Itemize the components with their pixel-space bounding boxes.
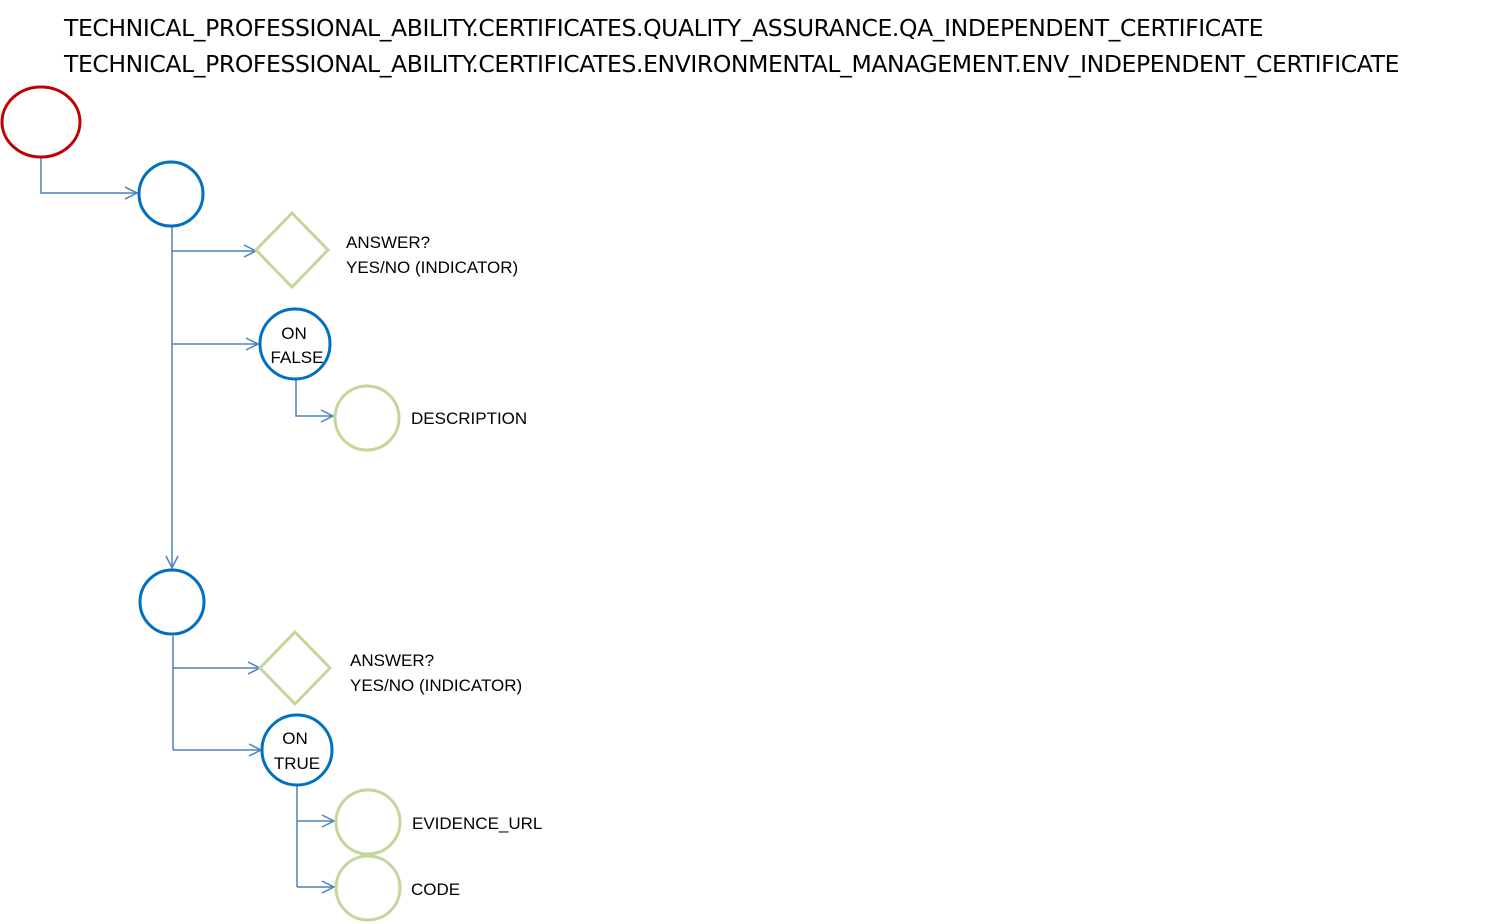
condition-node-1 bbox=[258, 307, 332, 381]
connector-root-to-group1 bbox=[40, 157, 137, 194]
field-label-code: CODE bbox=[411, 880, 460, 899]
title-line-1: TECHNICAL_PROFESSIONAL_ABILITY.CERTIFICA… bbox=[64, 14, 1264, 42]
field-node-evidence-url bbox=[334, 788, 402, 856]
arrowhead-evidence-url bbox=[321, 814, 336, 828]
connector-condition1-to-description bbox=[295, 380, 333, 417]
group-node-1 bbox=[137, 160, 205, 228]
arrowhead-description bbox=[320, 409, 335, 423]
field-label-description: DESCRIPTION bbox=[411, 409, 527, 428]
field-node-description bbox=[333, 384, 401, 452]
condition-2-line2: TRUE bbox=[274, 754, 320, 773]
question-1-line2: YES/NO (INDICATOR) bbox=[346, 258, 518, 277]
question-2-line1: ANSWER? bbox=[350, 651, 434, 670]
condition-1-line1: ON bbox=[281, 324, 307, 343]
question-1-line1: ANSWER? bbox=[346, 233, 430, 252]
arrowhead-code bbox=[321, 880, 336, 894]
diagram-title: TECHNICAL_PROFESSIONAL_ABILITY.CERTIFICA… bbox=[64, 10, 1399, 82]
arrowhead-group1 bbox=[124, 186, 139, 200]
condition-1-line2: FALSE bbox=[271, 348, 324, 367]
question-2-line2: YES/NO (INDICATOR) bbox=[350, 676, 522, 695]
arrowhead-condition1 bbox=[245, 337, 260, 351]
connectors bbox=[40, 157, 336, 894]
field-node-code bbox=[334, 854, 402, 922]
title-line-2: TECHNICAL_PROFESSIONAL_ABILITY.CERTIFICA… bbox=[64, 50, 1400, 78]
field-label-evidence-url: EVIDENCE_URL bbox=[412, 814, 542, 833]
condition-node-2 bbox=[260, 713, 334, 787]
group-node-2 bbox=[138, 568, 206, 636]
root-node bbox=[0, 85, 82, 159]
arrowhead-group2 bbox=[165, 555, 179, 570]
condition-2-line1: ON bbox=[282, 729, 308, 748]
question-diamond-2 bbox=[257, 629, 333, 707]
question-diamond-1 bbox=[253, 210, 331, 290]
